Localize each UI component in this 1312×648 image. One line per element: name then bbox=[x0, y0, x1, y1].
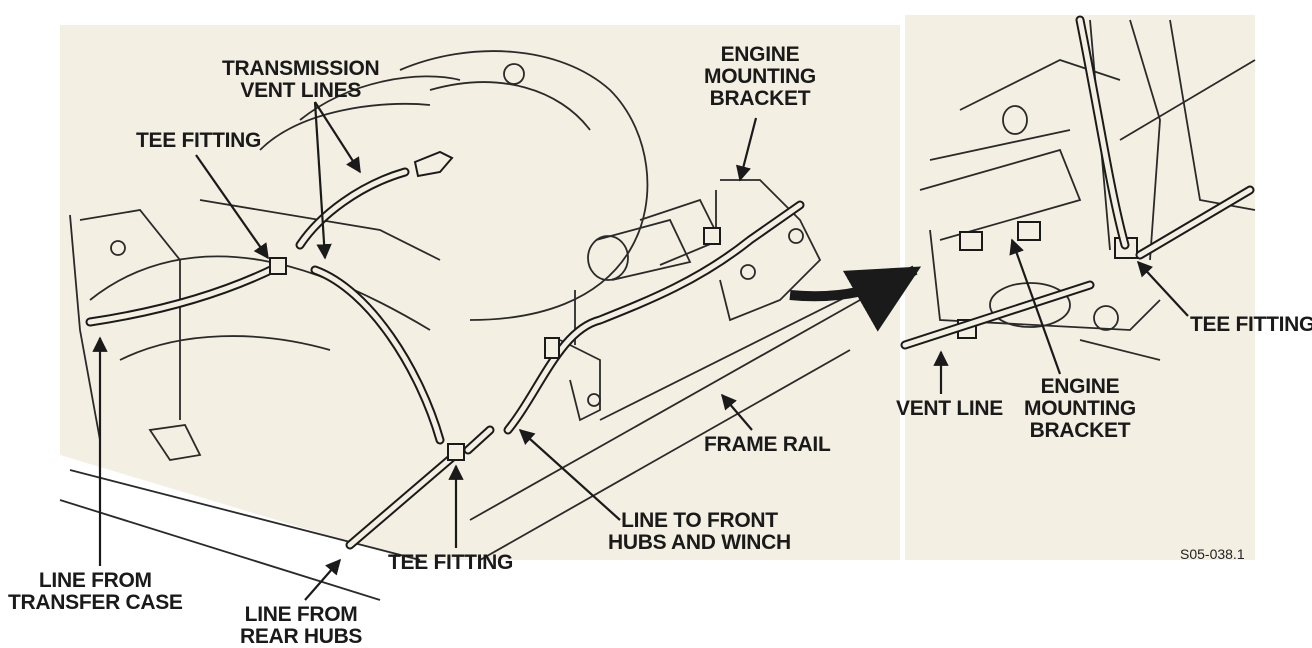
label-line: MOUNTING bbox=[704, 65, 816, 88]
label-tee-fitting-bottom: TEE FITTING bbox=[388, 552, 513, 574]
label-line: LINE TO FRONT bbox=[621, 509, 778, 532]
leader-transmission-vent-1 bbox=[314, 101, 361, 174]
label-line: HUBS AND WINCH bbox=[608, 531, 791, 554]
label-line-to-front-hubs-and-winch: LINE TO FRONT HUBS AND WINCH bbox=[608, 510, 791, 554]
label-engine-mounting-bracket-top: ENGINE MOUNTING BRACKET bbox=[704, 44, 816, 110]
detail-callout-arrow bbox=[789, 265, 922, 332]
leader-rear-hubs bbox=[304, 558, 342, 601]
label-engine-mounting-bracket-detail: ENGINE MOUNTING BRACKET bbox=[1024, 376, 1136, 442]
label-line: ENGINE bbox=[1040, 375, 1120, 398]
label-line: LINE FROM bbox=[38, 569, 152, 592]
label-line: TEE FITTING bbox=[388, 551, 514, 574]
label-tee-fitting-right: TEE FITTING bbox=[1190, 314, 1312, 336]
label-line: FRAME RAIL bbox=[704, 433, 831, 456]
label-line: TEE FITTING bbox=[136, 129, 262, 152]
leader-engine-bracket-detail bbox=[1009, 238, 1062, 375]
label-line: REAR HUBS bbox=[240, 625, 363, 648]
label-line: TRANSMISSION bbox=[222, 57, 380, 80]
leader-tee-fitting-right bbox=[1136, 260, 1189, 317]
label-line-from-transfer-case: LINE FROM TRANSFER CASE bbox=[8, 570, 183, 614]
label-line: VENT LINES bbox=[240, 79, 362, 102]
label-line: LINE FROM bbox=[244, 603, 358, 626]
main-view-panel bbox=[59, 25, 901, 601]
label-line: VENT LINE bbox=[896, 397, 1003, 420]
label-line: BRACKET bbox=[1029, 419, 1131, 442]
detail-view-panel bbox=[900, 15, 1256, 560]
leader-frame-rail bbox=[720, 393, 753, 431]
label-tee-fitting-left: TEE FITTING bbox=[136, 130, 261, 152]
leader-engine-bracket-top bbox=[736, 117, 758, 182]
label-line: TRANSFER CASE bbox=[8, 591, 183, 614]
leader-transmission-vent-2 bbox=[313, 101, 332, 260]
label-line: ENGINE bbox=[720, 43, 800, 66]
label-vent-line: VENT LINE bbox=[896, 398, 1003, 420]
figure-code: S05-038.1 bbox=[1180, 546, 1245, 562]
label-transmission-vent-lines: TRANSMISSION VENT LINES bbox=[222, 57, 380, 102]
label-line: MOUNTING bbox=[1024, 397, 1136, 420]
label-line: TEE FITTING bbox=[1190, 313, 1312, 336]
label-line: BRACKET bbox=[709, 87, 811, 110]
label-frame-rail: FRAME RAIL bbox=[704, 434, 831, 456]
leader-tee-fitting-left bbox=[195, 154, 269, 260]
leader-front-hubs bbox=[518, 428, 621, 521]
label-line-from-rear-hubs: LINE FROM REAR HUBS bbox=[240, 604, 362, 648]
